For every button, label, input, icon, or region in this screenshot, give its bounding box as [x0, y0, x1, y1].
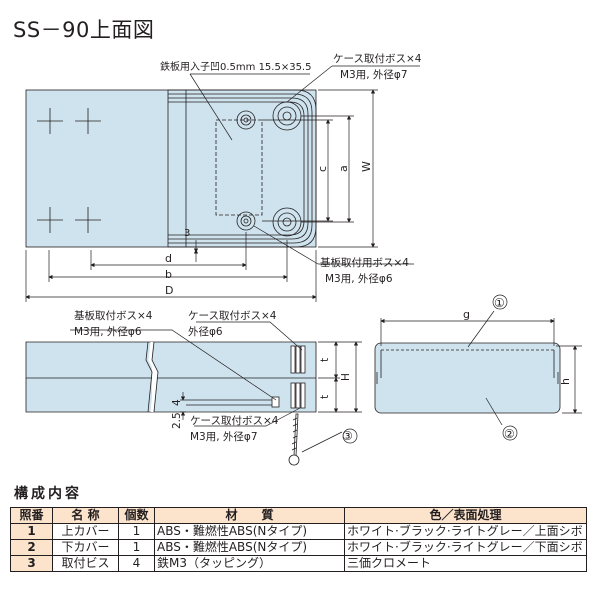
header-material: 材 質 — [154, 507, 345, 524]
label-case-boss-bottom-1: ケース取付ボス×4 — [190, 414, 279, 427]
parts-table: 照番 名 称 個数 材 質 色／表面処理 1 上カバー 1 ABS・難燃性ABS… — [10, 507, 587, 572]
row-no: 1 — [10, 523, 53, 540]
label-plate-recess: 鉄板用入子凹0.5mm 15.5×35.5 — [160, 60, 311, 73]
dim-t-upper: t — [319, 358, 331, 362]
dim-H: H — [340, 373, 352, 381]
table-row: 1 上カバー 1 ABS・難燃性ABS(Nタイプ) ホワイト·ブラック·ライトグ… — [10, 523, 587, 540]
dim-3: 3 — [184, 228, 190, 239]
row-finish: 三価クロメート — [344, 555, 587, 572]
side-view-body — [374, 342, 561, 414]
dim-a: a — [337, 165, 350, 172]
dim-4: 4 — [171, 399, 183, 406]
top-view-body — [25, 89, 317, 248]
label-board-boss-top-2: M3用, 外径φ6 — [325, 272, 393, 285]
row-name: 上カバー — [52, 523, 119, 540]
header-name: 名 称 — [52, 507, 119, 524]
row-name: 取付ビス — [52, 555, 119, 572]
dim-d: d — [165, 252, 172, 265]
label-board-boss-side-1: 基板取付ボス×4 — [74, 309, 153, 322]
dim-g: g — [463, 308, 470, 321]
drawing-title: SS－90上面図 — [13, 18, 155, 42]
row-no: 2 — [10, 539, 53, 556]
label-board-boss-side-2: M3用, 外径φ6 — [74, 325, 142, 338]
label-case-boss-top-2: M3用, 外径φ7 — [340, 68, 408, 81]
callout-1: ① — [494, 296, 505, 310]
board-boss-top — [236, 110, 256, 231]
dim-h: h — [559, 378, 572, 385]
dim-b: b — [165, 268, 172, 281]
row-material: ABS・難燃性ABS(Nタイプ) — [154, 523, 345, 540]
screw-icon — [288, 413, 300, 466]
cross-marks — [37, 108, 101, 233]
header-qty: 個数 — [118, 507, 155, 524]
dim-t-lower: t — [319, 395, 331, 399]
dim-D: D — [165, 284, 173, 297]
row-material: 鉄M3（タッピング） — [154, 555, 345, 572]
row-qty: 4 — [118, 555, 155, 572]
technical-drawing: 鉄板用入子凹0.5mm 15.5×35.5 ケース取付ボス×4 M3用, 外径φ… — [25, 52, 582, 466]
table-row: 3 取付ビス 4 鉄M3（タッピング） 三価クロメート — [10, 555, 587, 572]
front-view-body — [25, 341, 317, 413]
row-material: ABS・難燃性ABS(Nタイプ) — [154, 539, 345, 556]
table-row: 2 下カバー 1 ABS・難燃性ABS(Nタイプ) ホワイト·ブラック·ライトグ… — [10, 539, 587, 556]
label-case-boss-top-1: ケース取付ボス×4 — [333, 52, 422, 65]
row-qty: 1 — [118, 539, 155, 556]
row-qty: 1 — [118, 523, 155, 540]
header-no: 照番 — [10, 507, 53, 524]
header-finish: 色／表面処理 — [344, 507, 587, 524]
row-name: 下カバー — [52, 539, 119, 556]
row-finish: ホワイト·ブラック·ライトグレー／上面シボ — [344, 523, 587, 540]
label-case-boss-side-1: ケース取付ボス×4 — [188, 309, 277, 322]
parts-table-header-row: 照番 名 称 個数 材 質 色／表面処理 — [10, 507, 587, 524]
callout-3: ③ — [342, 429, 353, 443]
side-view — [374, 342, 561, 414]
dim-c: c — [316, 166, 329, 172]
label-case-boss-side-2: 外径φ6 — [188, 325, 223, 338]
row-finish: ホワイト·ブラック·ライトグレー／下面シボ — [344, 539, 587, 556]
callout-2: ② — [504, 427, 515, 441]
dim-25: 2.5 — [171, 412, 183, 429]
parts-table-title: 構成内容 — [14, 486, 82, 502]
label-board-boss-top-1: 基板取付用ボス×4 — [320, 256, 409, 269]
dim-W: W — [360, 161, 373, 172]
row-no: 3 — [10, 555, 53, 572]
label-case-boss-bottom-2: M3用, 外径φ7 — [190, 430, 258, 443]
front-view — [25, 341, 317, 413]
top-view — [25, 89, 317, 248]
